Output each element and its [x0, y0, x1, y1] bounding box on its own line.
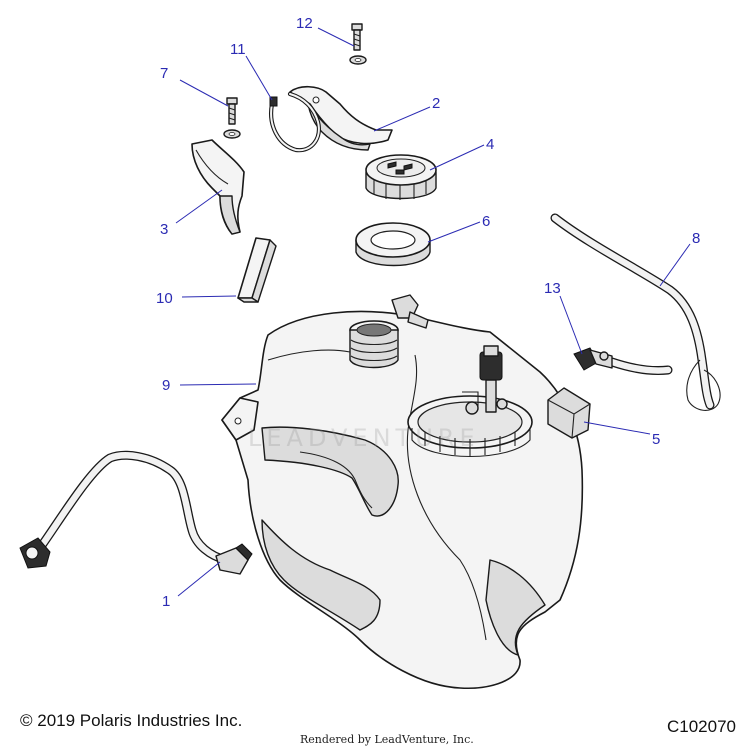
leader-9: [179, 383, 257, 386]
rendered-by-credit: Rendered by LeadVenture, Inc.: [300, 733, 474, 746]
leader-4: [429, 144, 485, 171]
bolt-washer-7: [223, 97, 241, 139]
bolt-washer-12: [349, 23, 367, 65]
callout-8: 8: [692, 230, 700, 247]
fuel-tank: [221, 294, 591, 690]
strap-band: [269, 91, 321, 153]
leader-7: [179, 79, 229, 107]
callout-11: 11: [230, 41, 246, 58]
mounting-bracket: [289, 85, 393, 151]
figure-id: C102070: [666, 717, 736, 736]
callout-labels: 1 2 3 4 5 6 7 8 9 10 11 12 13: [156, 15, 700, 610]
callout-5: 5: [652, 431, 660, 448]
callout-4: 4: [486, 136, 494, 153]
callout-2: 2: [432, 95, 440, 112]
leader-13: [559, 295, 583, 355]
foam-pad: [237, 237, 277, 303]
callout-13: 13: [544, 280, 561, 297]
callout-6: 6: [482, 213, 490, 230]
leader-10: [181, 295, 237, 298]
leader-5: [583, 421, 651, 435]
callout-7: 7: [160, 65, 168, 82]
leader-lines: [175, 27, 691, 597]
copyright-notice: © 2019 Polaris Industries Inc.: [20, 711, 243, 730]
leader-1: [177, 561, 221, 597]
fuel-line-hose: [19, 450, 253, 575]
callout-3: 3: [160, 221, 168, 238]
leader-12: [317, 27, 355, 47]
leader-2: [373, 106, 431, 132]
leader-11: [245, 55, 273, 101]
leader-6: [427, 221, 481, 243]
seal-ring: [355, 222, 431, 267]
leader-3: [175, 189, 223, 224]
fuel-cap: [365, 154, 437, 200]
side-bracket: [191, 139, 245, 235]
watermark: LEADVENTURE: [248, 424, 480, 452]
callout-1: 1: [162, 593, 170, 610]
callout-10: 10: [156, 290, 173, 307]
callout-12: 12: [296, 15, 313, 32]
callout-9: 9: [162, 377, 170, 394]
leader-8: [659, 243, 691, 287]
vent-fitting: [573, 347, 613, 371]
vent-hose: [550, 213, 721, 411]
